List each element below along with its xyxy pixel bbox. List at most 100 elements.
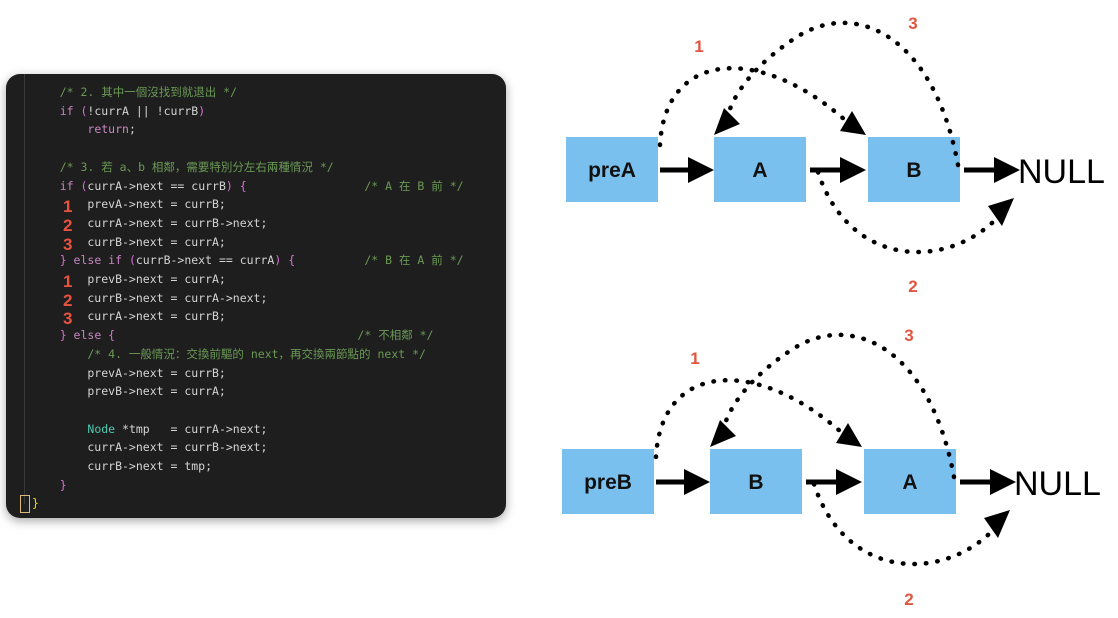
arc-step-3-arrowhead [714,108,740,135]
arc-step-1 [653,378,844,460]
arc-label-2: 2 [908,277,917,296]
code-token: !currA || !currB [87,103,199,118]
code-token: currB->next = currA; [32,234,226,249]
code-token: currA->next = currB->next; [32,215,268,230]
code-line: /* 2. 其中一個沒找到就退出 */ [32,83,237,102]
code-token: ) { [225,178,247,193]
code-token: return [87,122,129,137]
arc-step-2-arrowhead [984,510,1010,538]
code-token: { [101,328,116,343]
arc-step-2 [815,169,1003,255]
arc-label-2: 2 [904,590,913,609]
arc-label-1: 1 [690,349,699,368]
step-marker: 1 [63,197,73,217]
code-line: } else { /* 不相鄰 */ [32,326,434,345]
code-token: prevB->next = currA; [32,272,226,286]
code-line: prevA->next = currB; [32,364,226,383]
node-box-first [714,137,806,202]
code-token: } [32,496,39,511]
arc-step-1 [657,66,848,148]
link-arrowhead-first-second [840,157,866,183]
null-label: NULL [1014,465,1101,503]
code-line: if (currA->next == currB) { /* A 在 B 前 *… [32,177,464,196]
code-token: currA->next = currB->next; [32,440,268,455]
code-token: ( [122,253,136,268]
arc-step-1-arrowhead [840,111,866,135]
step-marker: 1 [63,272,73,291]
code-line: prevB->next = currA; [32,382,226,401]
arc-step-3-arrowhead [710,420,736,447]
code-token: } [32,477,67,492]
node-label-prev: preA [588,159,636,182]
code-token: /* B 在 A 前 */ [295,253,464,268]
link-arrowhead-second-null [994,157,1020,183]
arc-label-3: 3 [908,14,917,33]
step-marker: 2 [63,290,73,310]
arc-step-2-arrowhead [988,198,1014,226]
code-line: Node *tmp = currA->next; [32,420,267,439]
arc-label-3: 3 [904,326,913,345]
code-panel: /* 2. 其中一個沒找到就退出 */ if (!currA || !currB… [6,74,506,518]
code-line: if (!currA || !currB) [32,102,205,121]
code-line: currB->next = currA; [32,233,226,252]
code-token: if [59,103,74,118]
diagram-adjacent-b-before-a: preB B A NULL 1 2 3 [562,326,1101,609]
null-label: NULL [1018,153,1105,191]
node-box-prev [566,137,658,202]
node-box-first [710,449,802,514]
node-label-first: A [752,159,767,182]
code-line: currA->next = currB->next; [32,214,267,233]
arc-step-3 [721,332,957,480]
indent-guide [24,74,25,504]
code-token: /* A 在 B 前 */ [246,178,464,193]
node-label-first: B [748,471,763,494]
link-arrowhead-first-second [836,469,862,495]
node-label-second: B [906,159,921,182]
code-token: currB->next = currA->next; [32,290,268,305]
code-token: else [73,328,102,343]
code-token: ) [198,103,206,118]
code-token: } [32,253,74,268]
arc-label-1: 1 [694,37,703,56]
code-line: prevA->next = currB; [32,195,226,214]
code-token: currB->next == currA [135,253,275,268]
step-marker: 2 [63,215,73,235]
arc-step-3 [725,20,961,168]
arc-step-2 [811,481,999,567]
code-line: currB->next = tmp; [32,457,212,476]
arc-step-1-arrowhead [836,423,862,447]
code-line: } [32,494,39,513]
code-token: ( [73,178,88,193]
node-box-second [868,137,960,202]
code-line: prevB->next = currA; [32,270,226,289]
code-token: /* 4. 一般情況：交換前驅的 next，再交換兩節點的 next */ [32,346,426,361]
code-token: else if [73,253,123,268]
link-arrowhead-prev-first [684,469,710,495]
code-line: return; [32,120,136,139]
code-token: currA->next == currB [87,178,226,193]
step-marker: 3 [63,234,73,254]
code-token: if [59,178,74,193]
diagram-adjacent-a-before-b: preA A B NULL 1 2 3 [566,14,1105,296]
code-line: currA->next = currB->next; [32,438,267,457]
text-cursor [20,495,30,513]
code-token: ( [73,103,88,118]
code-token: Node [87,421,116,436]
link-arrowhead-second-null [990,469,1016,495]
code-token: prevA->next = currB; [32,365,226,380]
code-token: /* 不相鄰 */ [115,328,434,343]
code-line: currB->next = currA->next; [32,289,267,308]
code-token: ; [128,122,136,137]
code-token: } [32,328,74,343]
node-label-second: A [902,471,917,494]
code-token: currB->next = tmp; [32,459,213,473]
code-token: /* 2. 其中一個沒找到就退出 */ [32,85,238,99]
node-box-second [864,449,956,514]
link-arrowhead-prev-first [688,157,714,183]
code-token: currA->next = currB; [32,309,226,324]
code-line: } else if (currB->next == currA) { /* B … [32,251,464,270]
code-line: /* 4. 一般情況：交換前驅的 next，再交換兩節點的 next */ [32,345,426,364]
step-marker: 3 [63,309,73,329]
code-token: prevB->next = currA; [32,384,226,399]
